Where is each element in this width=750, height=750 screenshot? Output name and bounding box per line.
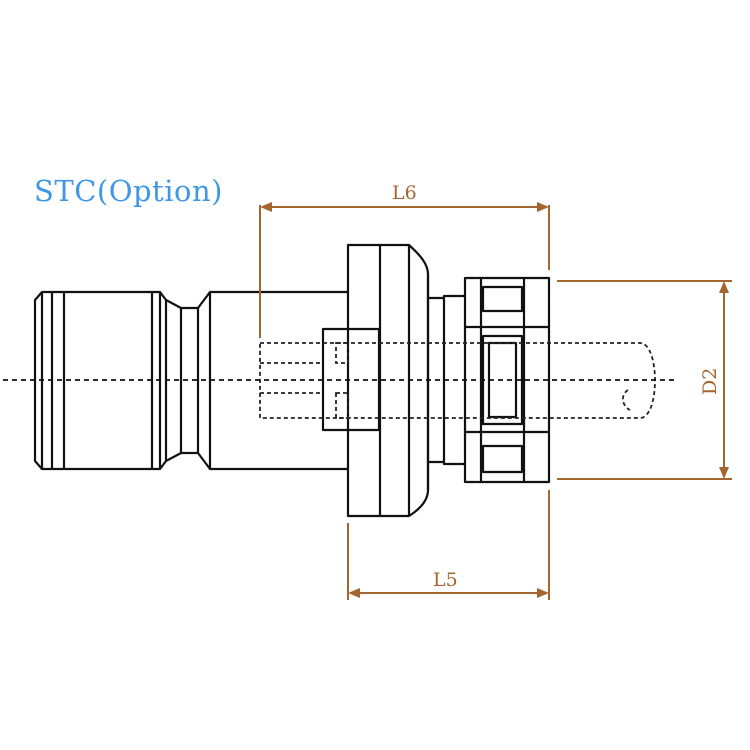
internal-bore [259, 342, 656, 419]
left-shank [33, 290, 168, 471]
d2-label: D2 [699, 368, 721, 395]
dimension-d2: D2 [557, 280, 732, 480]
diagram-title: STC(Option) [34, 174, 223, 208]
l5-label: L5 [433, 569, 458, 591]
dimension-l5: L5 [347, 490, 550, 600]
dimension-l6: L6 [259, 182, 550, 338]
l6-label: L6 [392, 182, 417, 204]
